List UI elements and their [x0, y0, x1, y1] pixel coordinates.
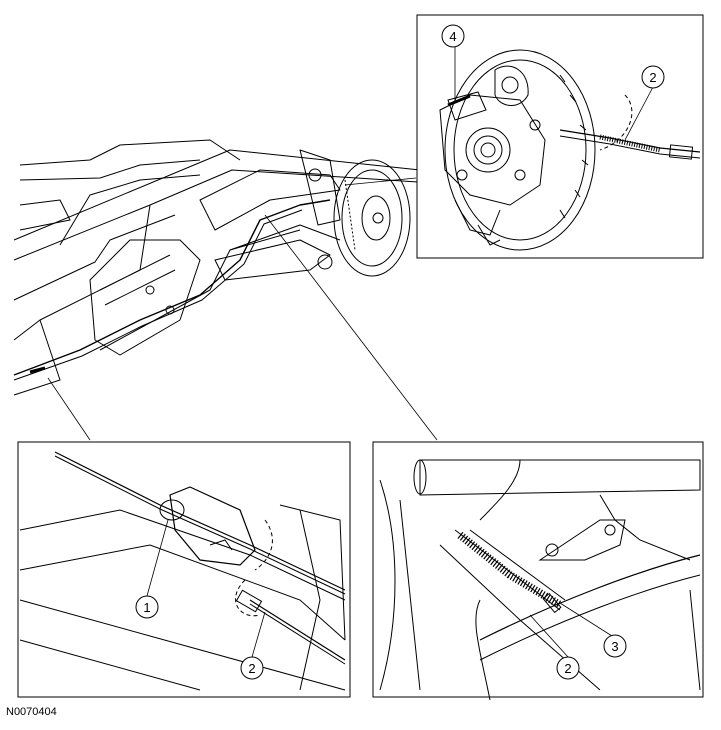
callout-2-bottom-right: 2 — [564, 661, 571, 676]
detail-bottom-left: 1 2 — [17, 441, 351, 698]
figure-id: N0070404 — [6, 706, 57, 718]
leader-lines — [47, 177, 438, 441]
cable-main — [13, 199, 331, 376]
frame-rail — [13, 149, 421, 341]
callout-2-top-right: 2 — [649, 70, 656, 85]
coil-cable-bottom-right — [457, 531, 563, 609]
brake-rotor — [333, 159, 411, 277]
main-view — [13, 139, 421, 396]
callout-4-top-right: 4 — [449, 29, 456, 44]
detail-top-right: 4 2 — [416, 14, 704, 259]
callout-3-bottom-right: 3 — [611, 639, 618, 654]
callout-1-bottom-left: 1 — [143, 600, 150, 615]
cable-bottom-left — [54, 451, 346, 591]
cable-bracket — [169, 486, 256, 566]
callout-2-bottom-left: 2 — [248, 661, 255, 676]
detail-bottom-right: 2 3 — [372, 441, 704, 701]
